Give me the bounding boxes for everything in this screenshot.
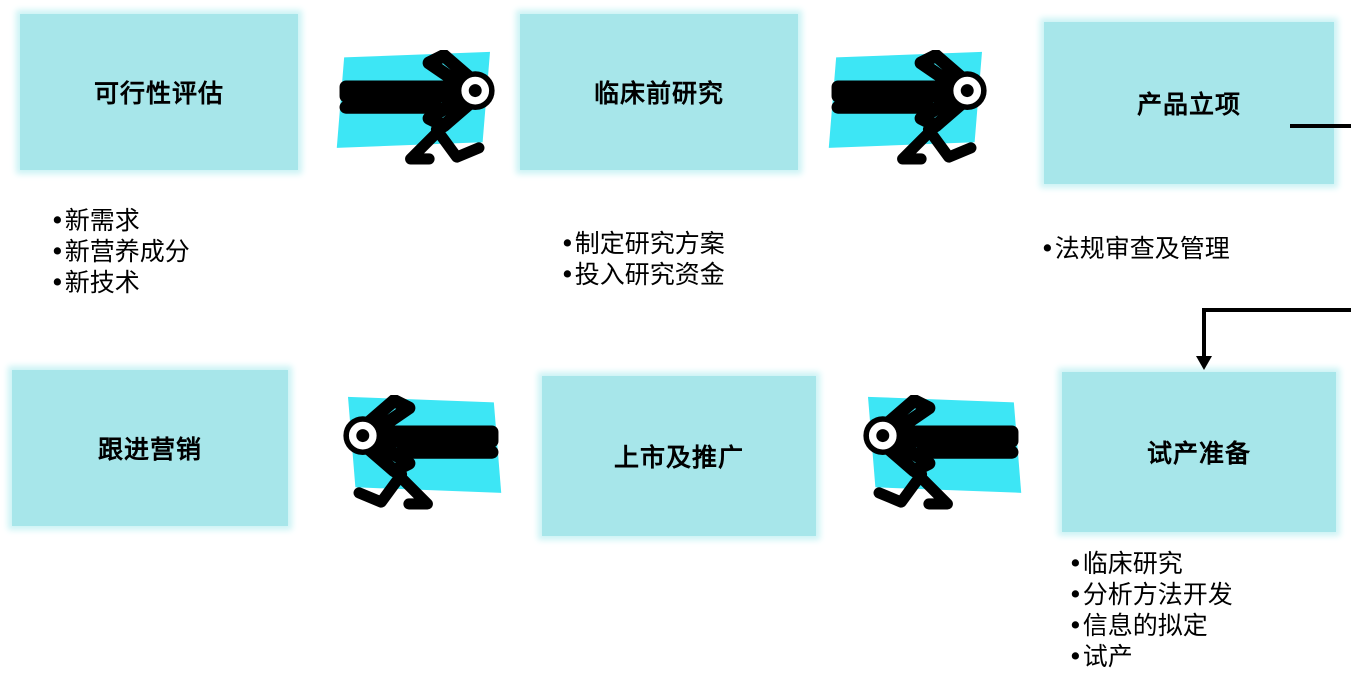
connector-line-right: [1290, 124, 1351, 128]
stage-notes-trial-production: 临床研究 分析方法开发 信息的拟定 试产: [1068, 548, 1233, 672]
note-item: 投入研究资金: [560, 259, 725, 290]
stage-title: 上市及推广: [613, 443, 744, 472]
note-item: 新营养成分: [50, 236, 190, 267]
note-item: 制定研究方案: [560, 228, 725, 259]
note-item: 新技术: [50, 267, 190, 298]
walking-arrow-mascot-icon: [810, 50, 1010, 170]
stage-title: 产品立项: [1136, 90, 1241, 119]
note-item: 法规审查及管理: [1040, 233, 1230, 264]
walking-arrow-mascot-icon: [840, 395, 1040, 515]
stage-box-preclinical: 临床前研究: [520, 14, 798, 170]
stage-box-project-approval: 产品立项: [1044, 22, 1334, 184]
stage-title: 试产准备: [1146, 439, 1251, 468]
walking-arrow-mascot-icon: [318, 50, 518, 170]
stage-box-trial-production: 试产准备: [1062, 372, 1336, 532]
stage-title: 跟进营销: [97, 435, 202, 464]
stage-box-feasibility: 可行性评估: [20, 14, 298, 170]
stage-notes-preclinical: 制定研究方案 投入研究资金: [560, 228, 725, 290]
elbow-arrow-icon: [1196, 308, 1351, 370]
stage-box-follow-up-marketing: 跟进营销: [12, 370, 288, 526]
note-item: 新需求: [50, 205, 190, 236]
walking-arrow-mascot-icon: [320, 395, 520, 515]
stage-notes-project-approval: 法规审查及管理: [1040, 233, 1230, 264]
note-item: 试产: [1068, 641, 1233, 672]
stage-notes-feasibility: 新需求 新营养成分 新技术: [50, 205, 190, 298]
note-item: 分析方法开发: [1068, 579, 1233, 610]
note-item: 临床研究: [1068, 548, 1233, 579]
stage-box-launch: 上市及推广: [542, 376, 816, 536]
note-item: 信息的拟定: [1068, 610, 1233, 641]
stage-title: 可行性评估: [93, 79, 224, 108]
stage-title: 临床前研究: [593, 79, 724, 108]
